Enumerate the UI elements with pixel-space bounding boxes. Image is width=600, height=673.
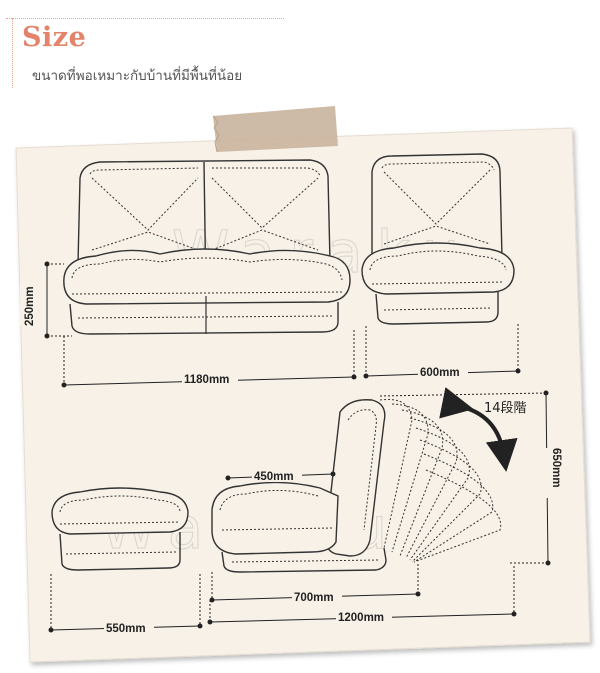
label-bg-seat-length	[292, 590, 342, 604]
dim-sofa-height: 250mm	[24, 286, 36, 326]
sofa-drawing	[63, 159, 351, 335]
single-chair-drawing	[361, 153, 515, 325]
dim-seat-length: 700mm	[294, 592, 334, 604]
page-subtitle: ขนาดที่พอเหมาะกับบ้านที่มีพื้นที่น้อย	[32, 68, 243, 84]
masking-tape	[213, 106, 338, 152]
label-bg-full-length	[336, 610, 392, 624]
dim-recline-steps: 14段階	[484, 401, 527, 416]
label-bg-chair-height	[540, 448, 556, 498]
page-title: Size	[22, 22, 87, 53]
label-bg-sofa-width	[182, 371, 238, 385]
dim-full-length: 1200mm	[338, 612, 384, 624]
label-bg-chair-width	[418, 364, 468, 378]
recline-arrow-icon	[439, 387, 518, 472]
header-rule-vertical	[12, 18, 13, 88]
header-rule	[6, 18, 284, 19]
label-bg-ottoman-width	[104, 621, 154, 635]
dim-chair-height: 650mm	[550, 448, 562, 488]
dim-ottoman-width: 550mm	[106, 623, 146, 635]
paper-sheet	[15, 127, 591, 663]
label-bg-seat-depth	[252, 468, 302, 482]
ottoman-drawing	[51, 487, 189, 571]
dim-seat-depth: 450mm	[254, 471, 294, 483]
label-bg-sofa-height	[20, 282, 36, 326]
dim-sofa-width: 1180mm	[184, 374, 229, 386]
dim-chair-width: 600mm	[420, 367, 460, 379]
tape-edge	[212, 115, 220, 153]
